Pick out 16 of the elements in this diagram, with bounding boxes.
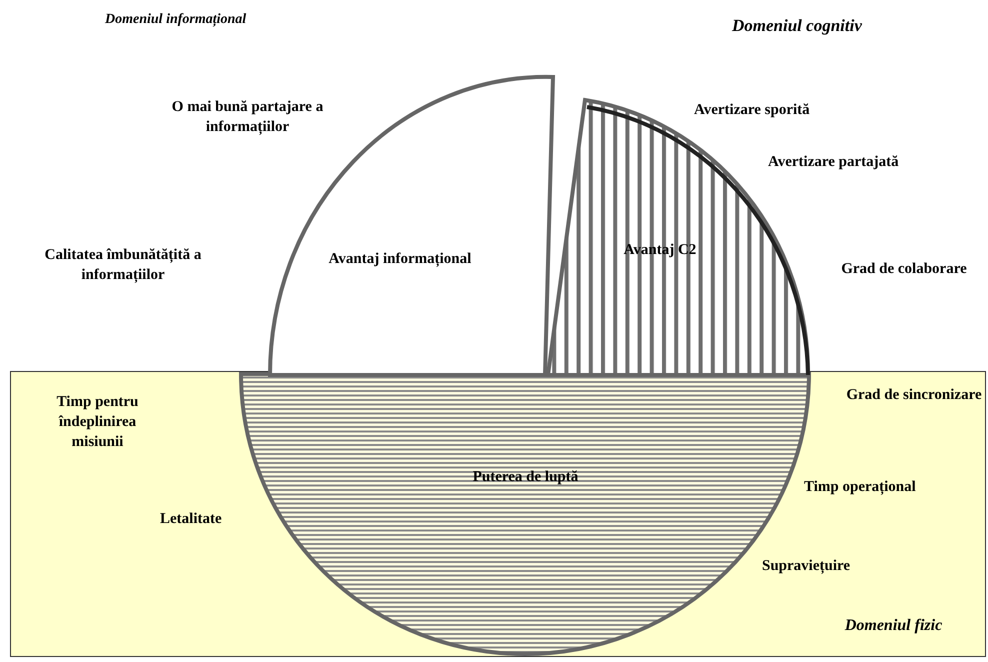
text-label: Timp operațional — [804, 478, 917, 497]
text-label: Grad de sincronizare — [845, 386, 983, 405]
text-label: Avertizare partajată — [768, 153, 900, 172]
text-label: Supraviețuire — [762, 557, 852, 576]
domain-band — [10, 371, 986, 657]
text-label: O mai bună partajare a informațiilor — [170, 98, 324, 137]
text-label: Timp pentru îndeplinirea misiunii — [56, 393, 140, 452]
domain-title: Domeniul informațional — [105, 11, 248, 29]
text-label: Grad de colaborare — [840, 260, 968, 279]
domain-title: Domeniul fizic — [844, 616, 944, 635]
domain-title: Domeniul cognitiv — [732, 16, 863, 36]
segment-label: Puterea de luptă — [472, 468, 580, 487]
segment-label: Avantaj informațional — [328, 250, 472, 269]
text-label: Avertizare sporită — [694, 101, 811, 120]
text-label: Calitatea îmbunătățită a informațiilor — [44, 246, 202, 285]
text-label: Letalitate — [160, 510, 223, 529]
